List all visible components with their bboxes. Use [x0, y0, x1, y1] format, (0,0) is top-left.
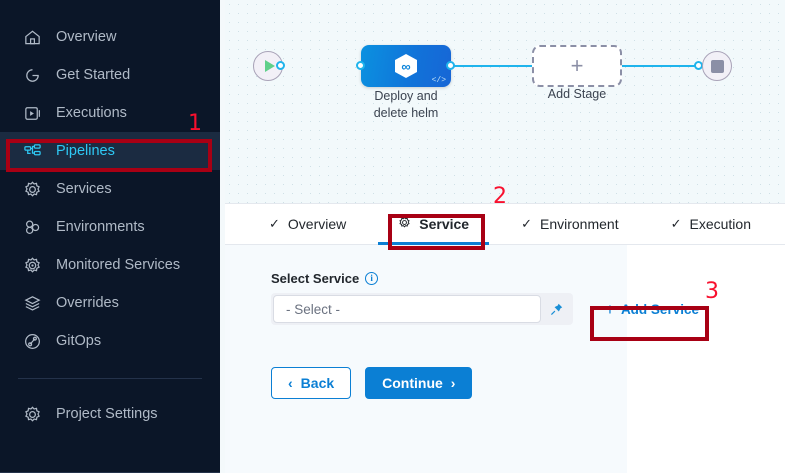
sidebar: Overview Get Started Executions [0, 0, 220, 473]
continue-label: Continue [382, 375, 443, 391]
gear-icon [22, 404, 42, 424]
service-panel: Select Service i - Select - [225, 245, 785, 473]
chevron-right-icon: › [450, 375, 456, 391]
add-service-label: Add Service [620, 301, 699, 317]
select-service-label-row: Select Service i [271, 271, 703, 286]
start-icon [264, 60, 275, 72]
tab-label: Execution [689, 216, 751, 232]
plus-icon: + [605, 299, 615, 319]
service-form: Select Service i - Select - [271, 271, 703, 399]
sidebar-item-overrides[interactable]: Overrides [0, 284, 220, 322]
tab-overview[interactable]: ✓ Overview [243, 204, 372, 244]
sidebar-item-label: Pipelines [56, 143, 115, 159]
sidebar-item-label: Project Settings [56, 406, 158, 422]
select-service-control[interactable]: - Select - [271, 293, 573, 325]
tab-label: Environment [540, 216, 619, 232]
sidebar-item-label: Executions [56, 105, 127, 121]
sidebar-item-label: GitOps [56, 333, 102, 349]
sidebar-item-environments[interactable]: Environments [0, 208, 220, 246]
back-label: Back [300, 375, 335, 391]
sidebar-item-label: Overview [56, 29, 117, 45]
environments-icon [22, 217, 42, 237]
select-service-label: Select Service [271, 271, 360, 286]
gear-icon [398, 216, 411, 232]
select-service-input[interactable]: - Select - [273, 295, 541, 323]
sidebar-gutter [220, 0, 225, 473]
layers-icon [22, 293, 42, 313]
home-icon [22, 27, 42, 47]
main-content: ∞ </> Deploy and delete helm + Add Stage [225, 0, 785, 473]
continue-button[interactable]: Continue › [365, 367, 473, 399]
sidebar-divider [18, 378, 202, 379]
pipeline-end-node[interactable] [702, 51, 732, 81]
stop-icon [710, 59, 724, 73]
stage-glyph: ∞ [401, 58, 411, 74]
tab-service[interactable]: Service [372, 204, 495, 245]
form-actions: ‹ Back Continue › [271, 367, 703, 399]
sidebar-item-label: Get Started [56, 67, 131, 83]
check-icon: ✓ [521, 216, 532, 231]
tab-environment[interactable]: ✓ Environment [495, 204, 645, 244]
gitops-icon [22, 331, 42, 351]
sidebar-item-executions[interactable]: Executions [0, 94, 220, 132]
info-icon[interactable]: i [365, 272, 379, 285]
connector-dot [356, 61, 365, 70]
pipelines-icon [22, 141, 42, 161]
code-badge-icon: </> [431, 76, 446, 85]
connector-dot [276, 61, 285, 70]
sidebar-item-get-started[interactable]: Get Started [0, 56, 220, 94]
get-started-icon [22, 65, 42, 85]
sidebar-item-monitored-services[interactable]: Monitored Services [0, 246, 220, 284]
pin-icon[interactable] [541, 295, 571, 323]
monitored-services-icon [22, 255, 42, 275]
sidebar-item-label: Services [56, 181, 112, 197]
sidebar-item-services[interactable]: Services [0, 170, 220, 208]
tab-label: Service [419, 216, 470, 232]
pipeline-stage-node[interactable]: ∞ </> [361, 45, 451, 87]
back-button[interactable]: ‹ Back [271, 367, 352, 399]
sidebar-item-pipelines[interactable]: Pipelines [0, 132, 220, 170]
pipeline-start-node[interactable] [253, 51, 283, 81]
gear-icon [22, 179, 42, 199]
annotation-number-3: 3 [705, 279, 719, 304]
stage-label-line1: Deploy and [374, 89, 438, 103]
sidebar-item-label: Overrides [56, 295, 119, 311]
connector-dot [446, 61, 455, 70]
executions-icon [22, 103, 42, 123]
harness-stage-icon: ∞ [395, 54, 417, 78]
pipeline-canvas[interactable]: ∞ </> Deploy and delete helm + Add Stage [225, 0, 785, 203]
add-service-button[interactable]: + Add Service [601, 301, 703, 318]
stage-tabs: ✓ Overview Service ✓ Environment ✓ Execu… [225, 203, 785, 245]
chevron-left-icon: ‹ [288, 375, 293, 391]
stage-label-line2: delete helm [373, 106, 439, 120]
panel-right-area [627, 245, 785, 473]
connector-line [440, 65, 535, 67]
tab-label: Overview [287, 216, 347, 232]
add-stage-node[interactable]: + [532, 45, 622, 87]
tab-execution[interactable]: ✓ Execution [645, 204, 777, 244]
check-icon: ✓ [670, 216, 682, 231]
stage-label: Deploy and delete helm [331, 88, 481, 122]
plus-icon: + [570, 53, 584, 78]
add-stage-label: Add Stage [547, 87, 607, 101]
sidebar-item-label: Monitored Services [56, 257, 181, 273]
check-icon: ✓ [269, 216, 280, 231]
sidebar-item-label: Environments [56, 219, 145, 235]
sidebar-item-gitops[interactable]: GitOps [0, 322, 220, 360]
select-service-row: - Select - + Add Service [271, 293, 703, 325]
sidebar-item-project-settings[interactable]: Project Settings [0, 395, 220, 433]
sidebar-item-overview[interactable]: Overview [0, 18, 220, 56]
annotation-number-2: 2 [493, 184, 507, 209]
annotation-number-1: 1 [188, 111, 202, 136]
